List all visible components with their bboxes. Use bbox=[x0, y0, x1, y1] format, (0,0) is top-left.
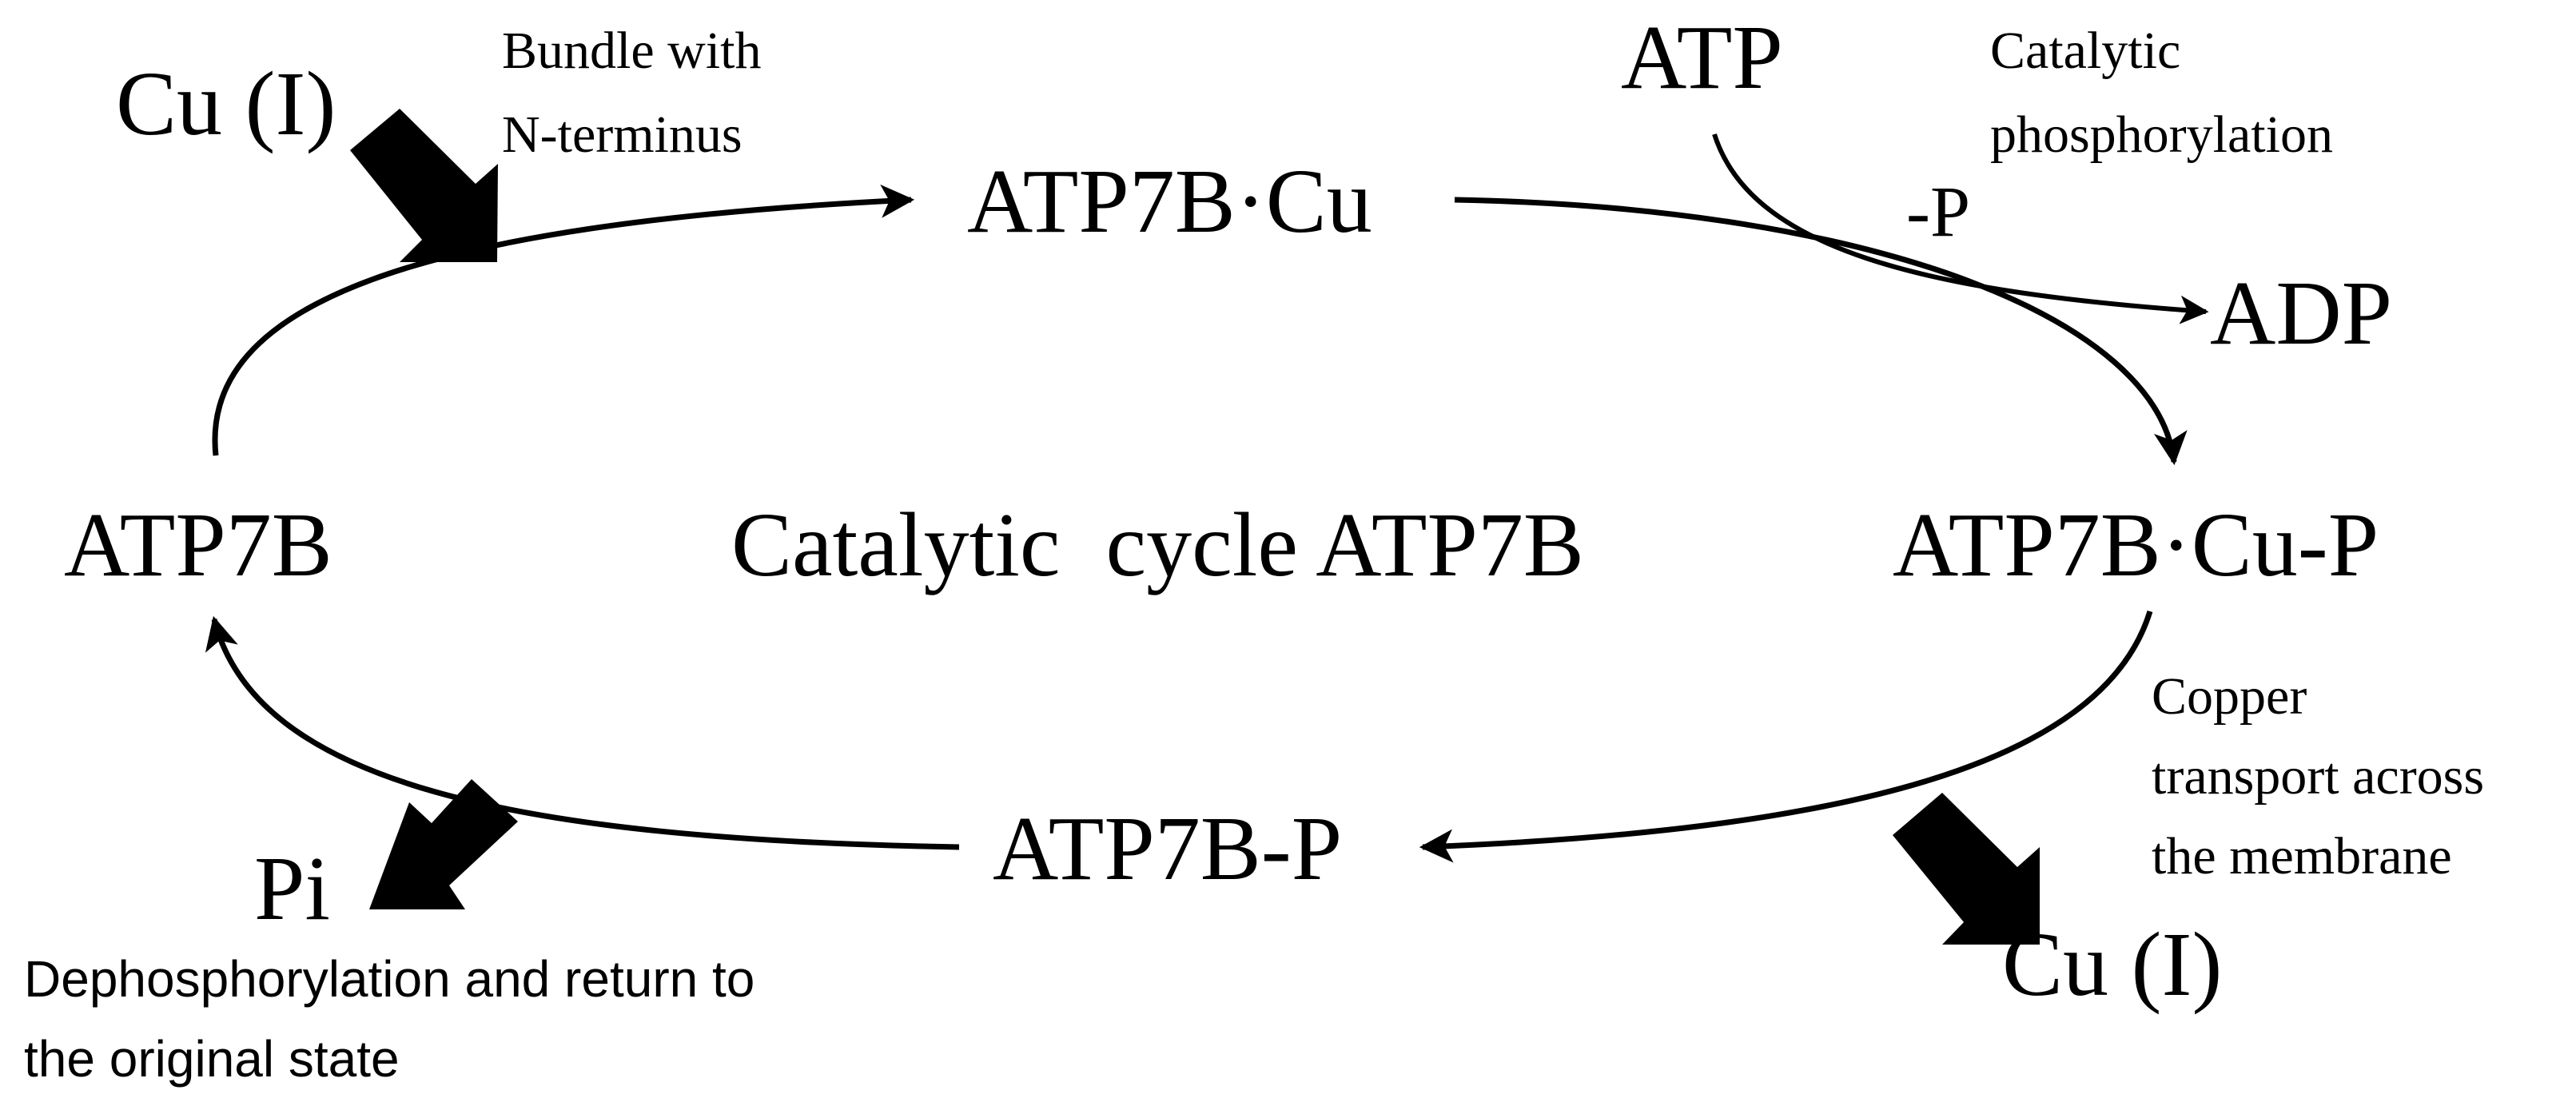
pi-label: Pi bbox=[254, 837, 330, 939]
arrow-atp7b-cu-p-to-atp7b-p bbox=[1419, 610, 2153, 863]
center-label: Catalytic cycle ATP7B bbox=[731, 494, 1584, 595]
annotation-copper-line2: transport across bbox=[2152, 747, 2484, 806]
annotation-dephos-line1: Dephosphorylation and return to bbox=[24, 950, 754, 1008]
annotation-catalytic-line1: Catalytic bbox=[1990, 22, 2180, 80]
cu-out-label: Cu (I) bbox=[2002, 913, 2222, 1015]
annotation-copper-line1: Copper bbox=[2152, 667, 2307, 726]
state-atp7b-cu: ATP7B·Cu bbox=[967, 150, 1372, 252]
state-atp7b-cu-p: ATP7B·Cu-P bbox=[1893, 494, 2379, 595]
adp-label: ADP bbox=[2210, 262, 2392, 364]
state-atp7b: ATP7B bbox=[64, 494, 332, 595]
fat-arrow-pi-out bbox=[369, 779, 518, 909]
fat-arrow-cu-in bbox=[350, 109, 498, 262]
atp-label: ATP bbox=[1621, 6, 1783, 108]
arrow-atp7b-cu-to-atp7b-cu-p bbox=[1454, 197, 2188, 466]
annotation-bundle-line2: N-terminus bbox=[502, 105, 743, 164]
annotation-dephos-line2: the original state bbox=[24, 1030, 400, 1088]
annotation-copper-line3: the membrane bbox=[2152, 827, 2452, 885]
cu-in-label: Cu (I) bbox=[116, 53, 336, 154]
arrow-atp7b-p-to-atp7b bbox=[205, 615, 960, 850]
annotation-bundle-line1: Bundle with bbox=[502, 22, 762, 80]
fat-arrow-cu-out bbox=[1893, 793, 2040, 945]
arrow-atp-to-adp bbox=[1712, 133, 2209, 324]
state-atp7b-p: ATP7B-P bbox=[993, 798, 1342, 899]
minus-p-label: -P bbox=[1906, 173, 1970, 252]
annotation-catalytic-line2: phosphorylation bbox=[1990, 105, 2333, 164]
arrow-atp7b-to-atp7b-cu bbox=[212, 184, 915, 456]
